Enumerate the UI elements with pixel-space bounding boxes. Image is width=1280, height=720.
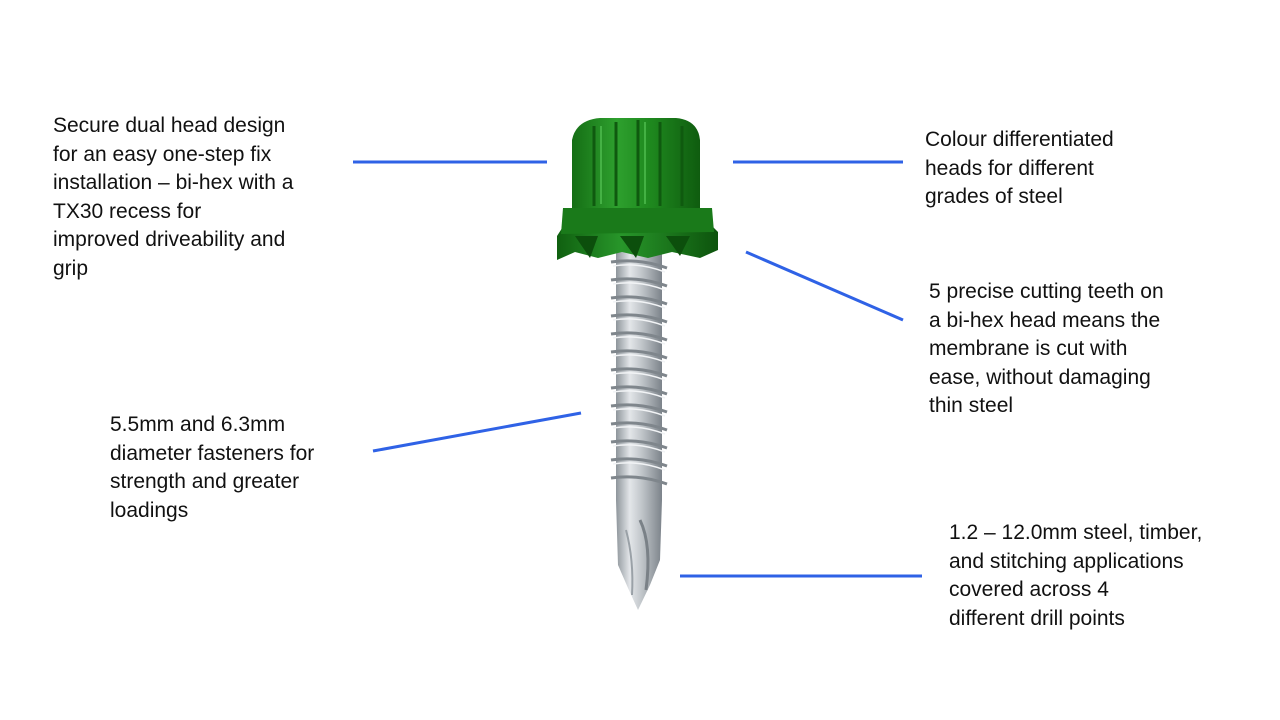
callout-cutting-teeth: 5 precise cutting teeth on a bi-hex head… xyxy=(929,280,1164,417)
leader-lines xyxy=(353,160,922,578)
callout-dual-head: Secure dual head design for an easy one-… xyxy=(53,114,294,280)
leader-line-cutting-teeth xyxy=(745,250,904,322)
leader-line-diameter xyxy=(372,411,582,453)
callout-drill-points: 1.2 – 12.0mm steel, timber, and stitchin… xyxy=(949,521,1203,630)
callout-colour-heads: Colour differentiated heads for differen… xyxy=(925,128,1114,208)
green-head xyxy=(557,118,718,260)
screw-shank xyxy=(610,250,668,610)
callout-diameter: 5.5mm and 6.3mm diameter fasteners for s… xyxy=(110,413,315,522)
